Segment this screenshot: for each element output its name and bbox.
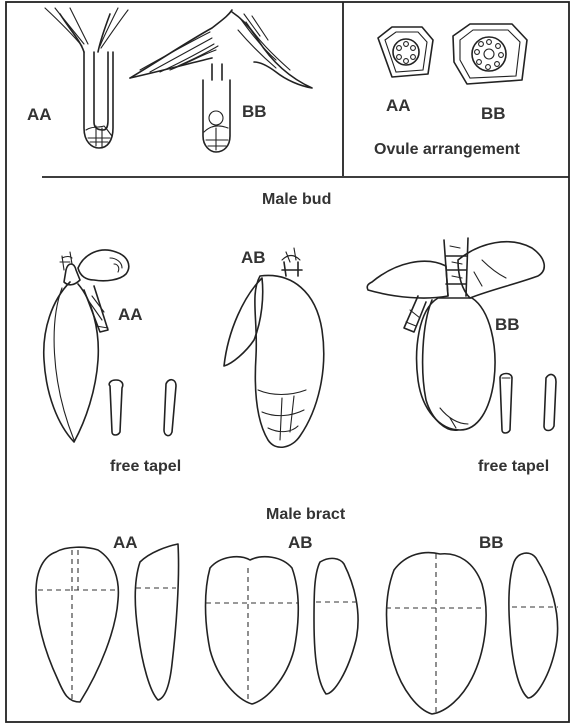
male-bud-title: Male bud: [262, 191, 331, 208]
male-bud-bb: [367, 238, 544, 430]
free-tepal-right-2: [544, 375, 556, 431]
style-drawing-bb: [130, 10, 312, 152]
bract-ab-front: [206, 557, 299, 704]
free-tepal-left-label: free tapel: [110, 458, 181, 475]
ovule-label-bb: BB: [481, 104, 506, 123]
bract-aa-front: [36, 547, 118, 702]
bract-bb-side: [509, 553, 558, 698]
male-bract-title: Male bract: [266, 506, 346, 523]
ovule-cross-section-bb: [453, 24, 527, 84]
bud-label-aa: AA: [118, 305, 143, 324]
ovule-cross-section-aa: [378, 27, 433, 77]
free-tepal-right-1: [500, 374, 512, 434]
style-drawing-aa: [45, 8, 128, 148]
bract-aa-side: [135, 544, 178, 700]
bract-ab-side: [314, 558, 358, 694]
male-bud-aa: [44, 250, 129, 442]
free-tepal-left-2: [164, 380, 176, 436]
free-tepal-left-1: [109, 380, 123, 435]
bract-label-bb: BB: [479, 533, 504, 552]
free-tepal-right-label: free tapel: [478, 458, 549, 475]
ovule-caption: Ovule arrangement: [374, 141, 521, 158]
male-bud-ab: [224, 248, 324, 447]
bract-label-ab: AB: [288, 533, 313, 552]
bract-bb-front: [386, 553, 486, 714]
bud-label-bb: BB: [495, 315, 520, 334]
ovule-label-aa: AA: [386, 96, 411, 115]
top-label-bb: BB: [242, 102, 267, 121]
top-label-aa: AA: [27, 105, 52, 124]
bract-label-aa: AA: [113, 533, 138, 552]
bud-label-ab: AB: [241, 248, 266, 267]
